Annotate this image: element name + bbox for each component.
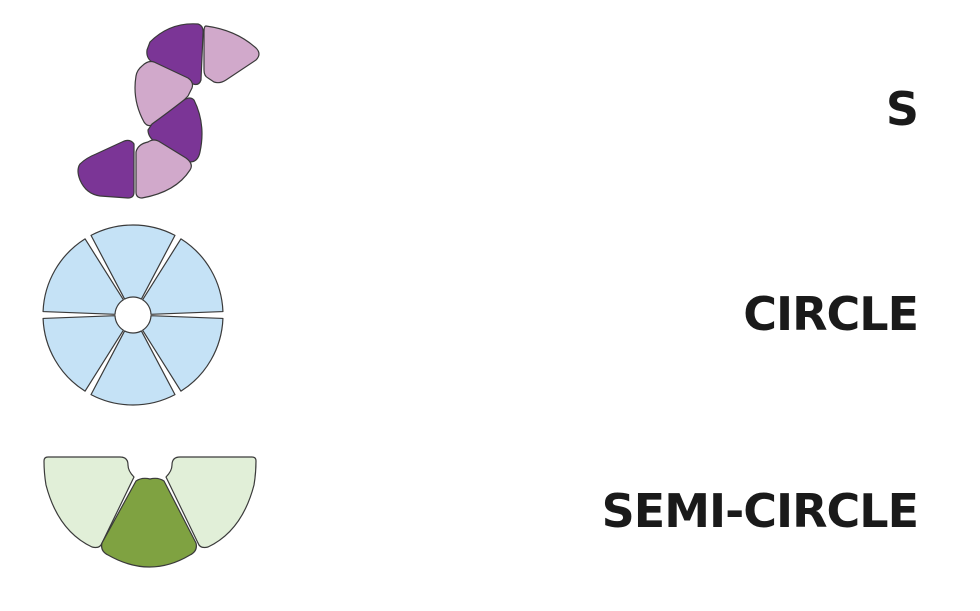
shape-label-s: S xyxy=(885,82,919,136)
circle-segment xyxy=(141,238,224,315)
s-segment-middle-dark xyxy=(147,97,203,163)
shape-row-circle: CIRCLE xyxy=(0,210,980,415)
circle-segment xyxy=(141,315,224,392)
circle-segment xyxy=(90,330,176,406)
shape-label-circle: CIRCLE xyxy=(743,287,919,341)
shape-label-semi-circle: SEMI-CIRCLE xyxy=(601,484,919,538)
s-segment-bottom-dark xyxy=(77,139,135,199)
s-shape-icon xyxy=(77,23,260,199)
semi-circle-shape-icon xyxy=(43,456,257,568)
circle-segment xyxy=(90,224,176,300)
circle-shape-icon xyxy=(42,224,224,406)
circle-segment xyxy=(42,238,125,315)
s-segment-top-dark xyxy=(146,23,204,86)
s-segment-top-light xyxy=(203,25,260,84)
shape-row-semi-circle: SEMI-CIRCLE xyxy=(0,415,980,611)
semi-segment-middle-dark xyxy=(101,477,197,568)
circle-segment xyxy=(42,315,125,392)
circle-segments xyxy=(42,224,224,406)
semi-segment-right-light xyxy=(165,456,257,549)
s-segment-bottom-light xyxy=(135,139,192,199)
shape-row-s: S xyxy=(0,0,980,210)
